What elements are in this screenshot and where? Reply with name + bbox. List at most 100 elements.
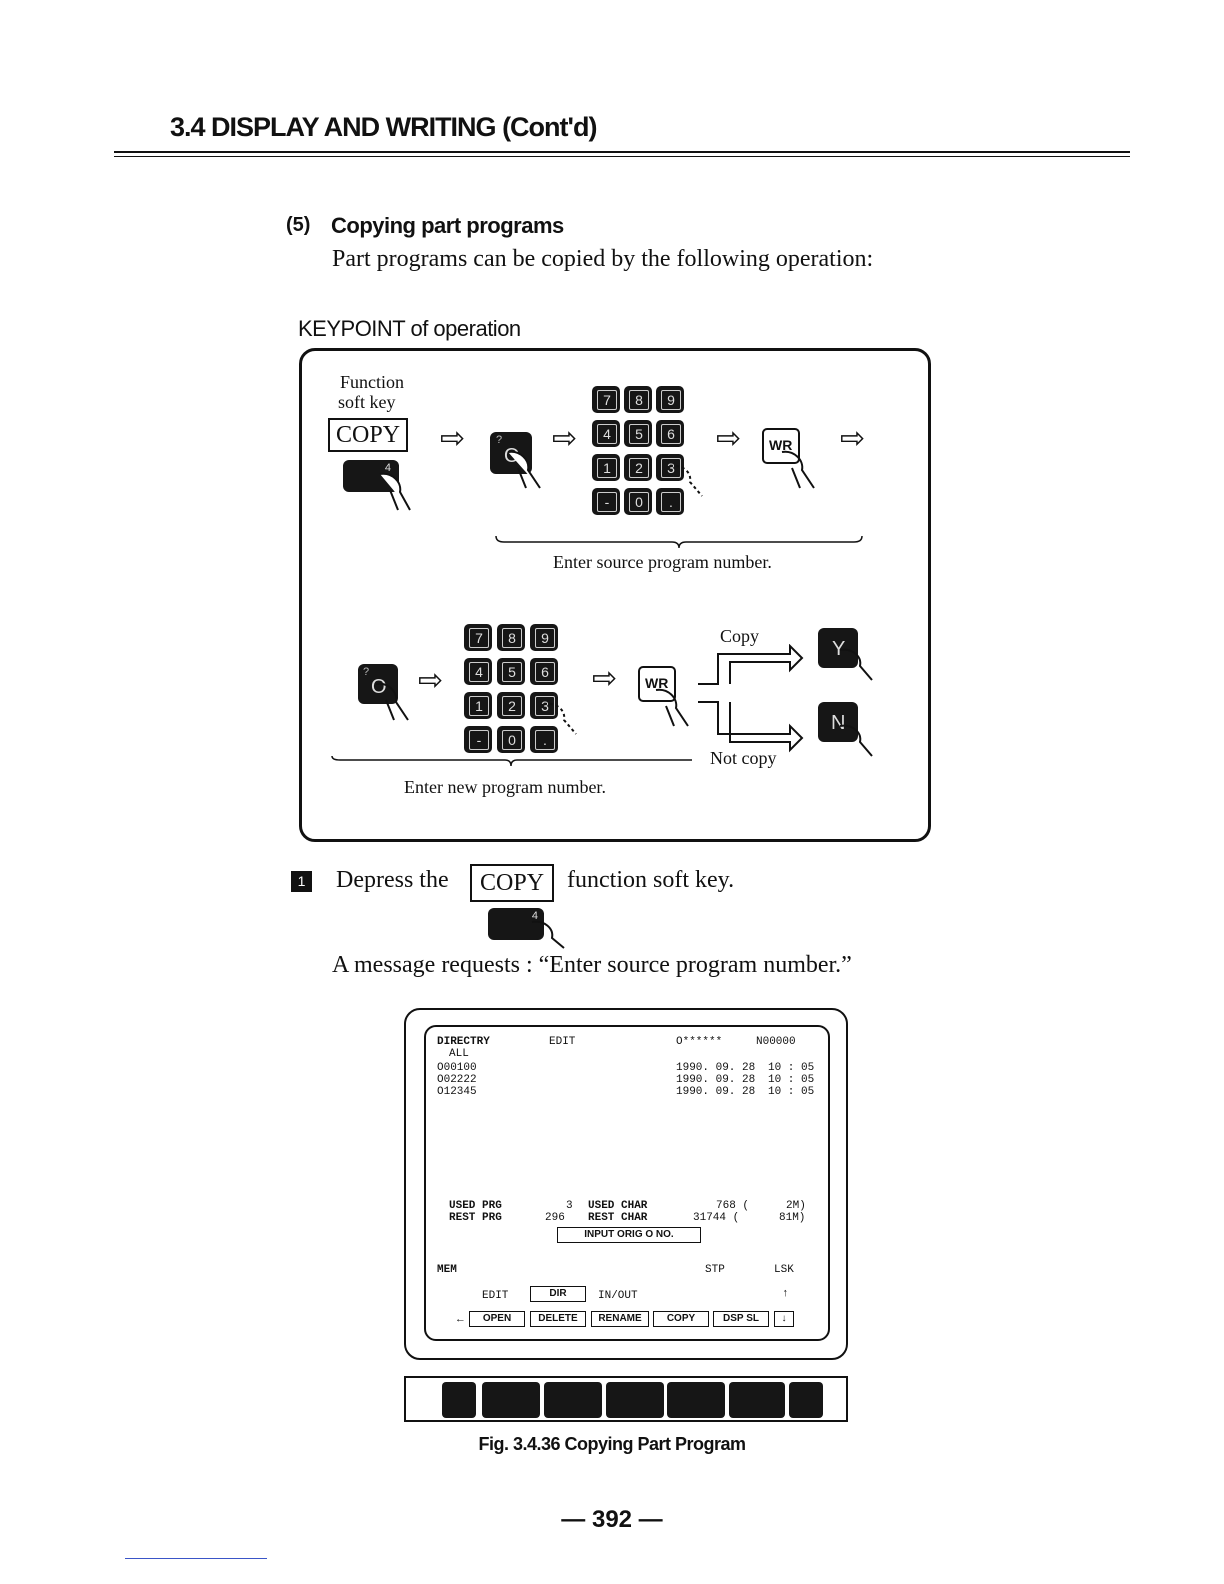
step-copy-key: COPY bbox=[470, 864, 555, 902]
arrow-right-icon: ⇨ bbox=[418, 664, 444, 697]
softkey-4-icon: 4 bbox=[488, 908, 544, 940]
softkey-dspsl[interactable]: DSP SL bbox=[713, 1311, 769, 1327]
no-key-icon: N bbox=[818, 702, 858, 742]
tab-edit[interactable]: EDIT bbox=[482, 1290, 509, 1302]
file-name: O12345 bbox=[437, 1086, 477, 1098]
softkey-1-button[interactable] bbox=[482, 1382, 540, 1418]
key-5: 5 bbox=[497, 658, 525, 685]
key-7: 7 bbox=[592, 386, 620, 413]
brace-line bbox=[331, 755, 692, 767]
used-prg-value: 3 bbox=[566, 1200, 573, 1212]
arrow-right-icon: ⇨ bbox=[592, 662, 618, 695]
arrow-right-icon: ⇨ bbox=[716, 422, 742, 455]
key-minus: - bbox=[592, 488, 620, 515]
brace-line bbox=[495, 535, 863, 549]
key-3: 3 bbox=[656, 454, 684, 481]
file-name: O02222 bbox=[437, 1074, 477, 1086]
zero-key-shift: ? bbox=[496, 434, 503, 446]
step-text-after: function soft key. bbox=[567, 867, 735, 893]
arrow-right-icon: ⇨ bbox=[552, 422, 578, 455]
softkey-3-button[interactable] bbox=[606, 1382, 664, 1418]
input-prompt: INPUT ORIG O NO. bbox=[557, 1227, 701, 1243]
pointing-finger-icon bbox=[669, 464, 703, 497]
softkey-4-button[interactable] bbox=[667, 1382, 725, 1418]
softkey-right-button[interactable] bbox=[789, 1382, 823, 1418]
page-number: — 392 — bbox=[561, 1506, 663, 1533]
pointing-finger-icon bbox=[543, 702, 577, 735]
pointing-finger-icon bbox=[655, 688, 689, 727]
key-9: 9 bbox=[656, 386, 684, 413]
file-time: 10 : 05 bbox=[768, 1062, 815, 1074]
rest-char-m: 81M) bbox=[779, 1212, 806, 1224]
tab-inout[interactable]: IN/OUT bbox=[598, 1290, 638, 1302]
softkey-rename[interactable]: RENAME bbox=[591, 1311, 649, 1327]
key-1: 1 bbox=[464, 692, 492, 719]
key-8: 8 bbox=[497, 624, 525, 651]
key-8: 8 bbox=[624, 386, 652, 413]
used-prg-label: USED PRG bbox=[449, 1200, 502, 1212]
pointing-finger-icon bbox=[507, 450, 541, 489]
key-1: 1 bbox=[592, 454, 620, 481]
header-rule bbox=[114, 151, 1130, 153]
no-key-label: N bbox=[831, 712, 846, 734]
function-label-2: soft key bbox=[338, 392, 396, 412]
message-text: A message requests : “Enter source progr… bbox=[332, 952, 852, 978]
softkey-open[interactable]: OPEN bbox=[469, 1311, 525, 1327]
screen-title: DIRECTRY bbox=[437, 1036, 490, 1048]
intro-text: Part programs can be copied by the follo… bbox=[332, 246, 874, 272]
arrow-right-icon: ⇨ bbox=[440, 422, 466, 455]
function-label-1: Function bbox=[340, 372, 405, 392]
key-minus: - bbox=[464, 726, 492, 753]
pointing-finger-icon bbox=[379, 472, 411, 511]
section-title: 3.4 DISPLAY AND WRITING (Cont'd) bbox=[170, 112, 597, 142]
screen-program: O****** bbox=[676, 1036, 723, 1048]
back-arrow-icon[interactable]: ← bbox=[457, 1314, 464, 1326]
screen-sequence: N00000 bbox=[756, 1036, 796, 1048]
rest-char-value: 31744 ( bbox=[693, 1212, 740, 1224]
arrow-right-icon: ⇨ bbox=[840, 422, 866, 455]
write-key-icon: WR bbox=[638, 666, 676, 702]
rest-char-label: REST CHAR bbox=[588, 1212, 648, 1224]
header-rule-thin bbox=[114, 156, 1130, 157]
key-4: 4 bbox=[592, 420, 620, 447]
enter-new-label: Enter new program number. bbox=[404, 777, 606, 797]
zero-key-label: O bbox=[371, 676, 387, 698]
copy-label: Copy bbox=[720, 626, 760, 646]
key-dot: . bbox=[656, 488, 684, 515]
softkey-delete[interactable]: DELETE bbox=[530, 1311, 586, 1327]
crt-screen bbox=[424, 1025, 830, 1341]
softkey-number: 4 bbox=[384, 462, 391, 474]
softkey-2-button[interactable] bbox=[544, 1382, 602, 1418]
step-text-before: Depress the bbox=[336, 867, 449, 893]
softkey-5-button[interactable] bbox=[729, 1382, 785, 1418]
key-7: 7 bbox=[464, 624, 492, 651]
key-6: 6 bbox=[656, 420, 684, 447]
copy-softkey-label: COPY bbox=[328, 418, 409, 452]
screen-group: ALL bbox=[449, 1048, 469, 1060]
screen-mode: EDIT bbox=[549, 1036, 576, 1048]
file-date: 1990. 09. 28 bbox=[676, 1074, 756, 1086]
key-dot: . bbox=[530, 726, 558, 753]
write-key-label: WR bbox=[645, 675, 669, 691]
key-2: 2 bbox=[497, 692, 525, 719]
file-time: 10 : 05 bbox=[768, 1074, 815, 1086]
crt-bezel bbox=[404, 1008, 848, 1360]
tab-dir[interactable]: DIR bbox=[530, 1286, 586, 1302]
pointing-finger-icon bbox=[839, 724, 873, 757]
yes-key-icon: Y bbox=[818, 628, 858, 668]
used-char-m: 2M) bbox=[786, 1200, 806, 1212]
softkey-left-button[interactable] bbox=[442, 1382, 476, 1418]
footer-line bbox=[125, 1558, 267, 1559]
zero-key-shift: ? bbox=[363, 666, 370, 678]
subsection-number: (5) bbox=[286, 214, 311, 236]
used-char-label: USED CHAR bbox=[588, 1200, 648, 1212]
write-key-icon: WR bbox=[762, 428, 800, 464]
keypoint-box bbox=[299, 348, 931, 842]
pointing-finger-icon bbox=[781, 450, 815, 489]
file-date: 1990. 09. 28 bbox=[676, 1062, 756, 1074]
softkey-more[interactable]: ↓ bbox=[774, 1311, 794, 1327]
rest-prg-label: REST PRG bbox=[449, 1212, 502, 1224]
step-badge: 1 bbox=[291, 871, 312, 892]
key-0: 0 bbox=[497, 726, 525, 753]
softkey-copy[interactable]: COPY bbox=[653, 1311, 709, 1327]
